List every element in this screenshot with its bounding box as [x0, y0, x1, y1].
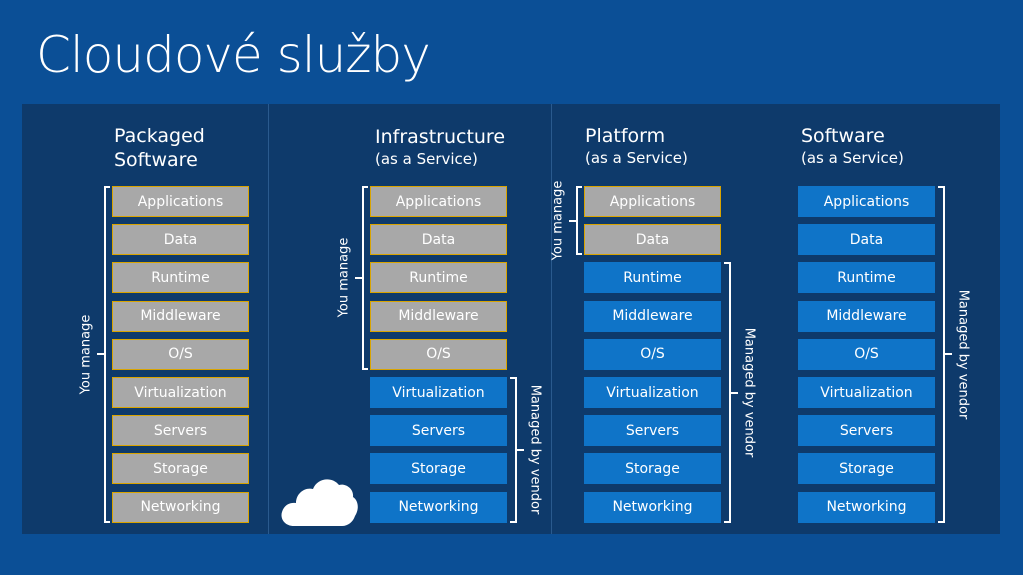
layer-box-middleware: Middleware [798, 300, 935, 332]
layer-box-storage: Storage [798, 453, 935, 485]
layer-box-applications: Applications [584, 186, 721, 217]
layer-box-data: Data [112, 224, 249, 256]
layer-box-virtualization: Virtualization [370, 377, 507, 408]
layer-box-runtime: Runtime [112, 262, 249, 294]
layer-box-storage: Storage [112, 453, 249, 485]
layer-box-runtime: Runtime [584, 262, 721, 294]
managed-by-vendor-label: Managed by vendor [527, 385, 543, 515]
layer-box-o-s: O/S [112, 338, 249, 370]
bracket-tick [517, 448, 524, 451]
layer-box-applications: Applications [798, 186, 935, 217]
layer-box-applications: Applications [112, 186, 249, 217]
bracket-tick [945, 353, 952, 356]
layer-box-virtualization: Virtualization [112, 377, 249, 408]
bracket-tick [97, 353, 104, 356]
layer-box-runtime: Runtime [798, 262, 935, 294]
bracket-tick [355, 276, 362, 279]
layer-box-runtime: Runtime [370, 262, 507, 294]
layer-box-o-s: O/S [370, 338, 507, 370]
layer-box-o-s: O/S [584, 338, 721, 370]
layer-box-networking: Networking [370, 491, 507, 523]
column-subtitle: (as a Service) [375, 150, 478, 168]
bracket-tick [731, 391, 738, 394]
layer-box-networking: Networking [584, 491, 721, 523]
managed-by-vendor-bracket [724, 262, 731, 523]
you-manage-bracket [104, 186, 110, 523]
managed-by-vendor-label: Managed by vendor [741, 327, 757, 458]
layer-box-servers: Servers [370, 415, 507, 447]
column-title-saas: Software (as a Service) [801, 125, 904, 167]
layer-box-virtualization: Virtualization [584, 377, 721, 408]
layer-box-networking: Networking [112, 491, 249, 523]
layer-box-virtualization: Virtualization [798, 377, 935, 408]
column-divider [551, 104, 552, 534]
cloud-icon [281, 479, 358, 526]
layer-box-applications: Applications [370, 186, 507, 217]
layer-box-middleware: Middleware [584, 300, 721, 332]
layer-box-middleware: Middleware [370, 300, 507, 332]
you-manage-label: You manage [550, 180, 566, 261]
managed-by-vendor-bracket [938, 186, 945, 523]
layer-box-networking: Networking [798, 491, 935, 523]
you-manage-label: You manage [336, 238, 352, 318]
you-manage-label: You manage [78, 314, 94, 395]
layer-box-servers: Servers [798, 415, 935, 447]
layer-box-data: Data [370, 224, 507, 256]
column-subtitle: (as a Service) [801, 149, 904, 167]
column-divider [268, 104, 269, 534]
column-title-paas: Platform (as a Service) [585, 125, 688, 167]
slide-title: Cloudové služby [36, 26, 431, 84]
you-manage-bracket [576, 186, 582, 256]
bracket-tick [569, 219, 576, 222]
layer-box-data: Data [584, 224, 721, 256]
column-title-iaas: Infrastructure (as a Service) [375, 126, 506, 168]
managed-by-vendor-label: Managed by vendor [955, 289, 971, 420]
layer-box-storage: Storage [370, 453, 507, 485]
managed-by-vendor-bracket [510, 377, 517, 523]
layer-box-o-s: O/S [798, 338, 935, 370]
column-subtitle: (as a Service) [585, 149, 688, 167]
layer-box-data: Data [798, 224, 935, 256]
you-manage-bracket [362, 186, 368, 370]
layer-box-storage: Storage [584, 453, 721, 485]
layer-box-servers: Servers [112, 415, 249, 447]
layer-box-servers: Servers [584, 415, 721, 447]
layer-box-middleware: Middleware [112, 300, 249, 332]
